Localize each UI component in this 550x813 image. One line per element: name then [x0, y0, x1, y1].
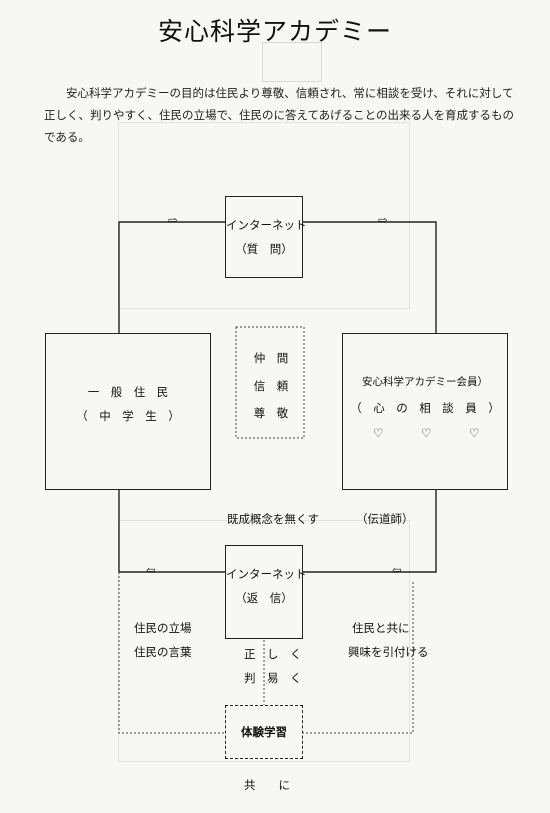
arrow-left-icon: ⇦ [146, 563, 156, 577]
academy-member-label: 安心科学アカデミー会員） [362, 376, 488, 388]
intro-paragraph: 安心科学アカデミーの目的は住民より尊敬、信頼され、常に相談を受け、それに対して正… [44, 86, 514, 144]
together-text: 共 に [244, 778, 290, 792]
arrow-right-icon: ⇨ [378, 213, 388, 227]
counselor-label: （ 心 の 相 談 員 ） [350, 401, 500, 415]
heart-icon: ♡ [469, 426, 480, 440]
citizen-position-text: 住民の立場 [134, 621, 192, 635]
citizens-label: 一 般 住 民 [87, 385, 169, 399]
experience-label: 体験学習 [241, 725, 287, 739]
ghost-mark [262, 42, 322, 82]
internet-question-box: インターネット （質 問） [225, 196, 307, 278]
ghost-frame-top [118, 122, 410, 309]
junior-high-label: （ 中 学 生 ） [76, 409, 180, 423]
internet-label: インターネット [226, 218, 307, 232]
trust-label: 信 頼 [253, 379, 289, 393]
heart-icon: ♡ [421, 426, 432, 440]
arrow-right-icon: ⇨ [168, 213, 178, 227]
correct-text: 正 し く [244, 647, 302, 661]
question-label: （質 問） [235, 242, 293, 256]
missionary-text: （伝道師） [356, 512, 414, 526]
general-citizens-box: 一 般 住 民 （ 中 学 生 ） [45, 333, 211, 490]
respect-label: 尊 敬 [253, 406, 289, 420]
page-title: 安心科学アカデミー [157, 17, 392, 46]
arrow-left-icon: ⇦ [392, 563, 402, 577]
companion-label: 仲 間 [253, 351, 289, 365]
easy-text: 判 易 く [244, 671, 302, 685]
remove-concepts-text: 既成概念を無くす [227, 512, 319, 526]
citizen-words-text: 住民の言葉 [134, 645, 192, 659]
reply-label: （返 信） [235, 591, 293, 605]
internet-reply-box: インターネット （返 信） [225, 545, 307, 639]
internet-label: インターネット [226, 567, 307, 581]
together-with-citizens-text: 住民と共に [352, 621, 410, 635]
experience-learning-box: 体験学習 [225, 705, 303, 759]
academy-members-box: 安心科学アカデミー会員） （ 心 の 相 談 員 ） ♡ ♡ ♡ [342, 333, 508, 490]
heart-icon: ♡ [373, 426, 384, 440]
inspire-interest-text: 興味を引付ける [348, 645, 429, 659]
